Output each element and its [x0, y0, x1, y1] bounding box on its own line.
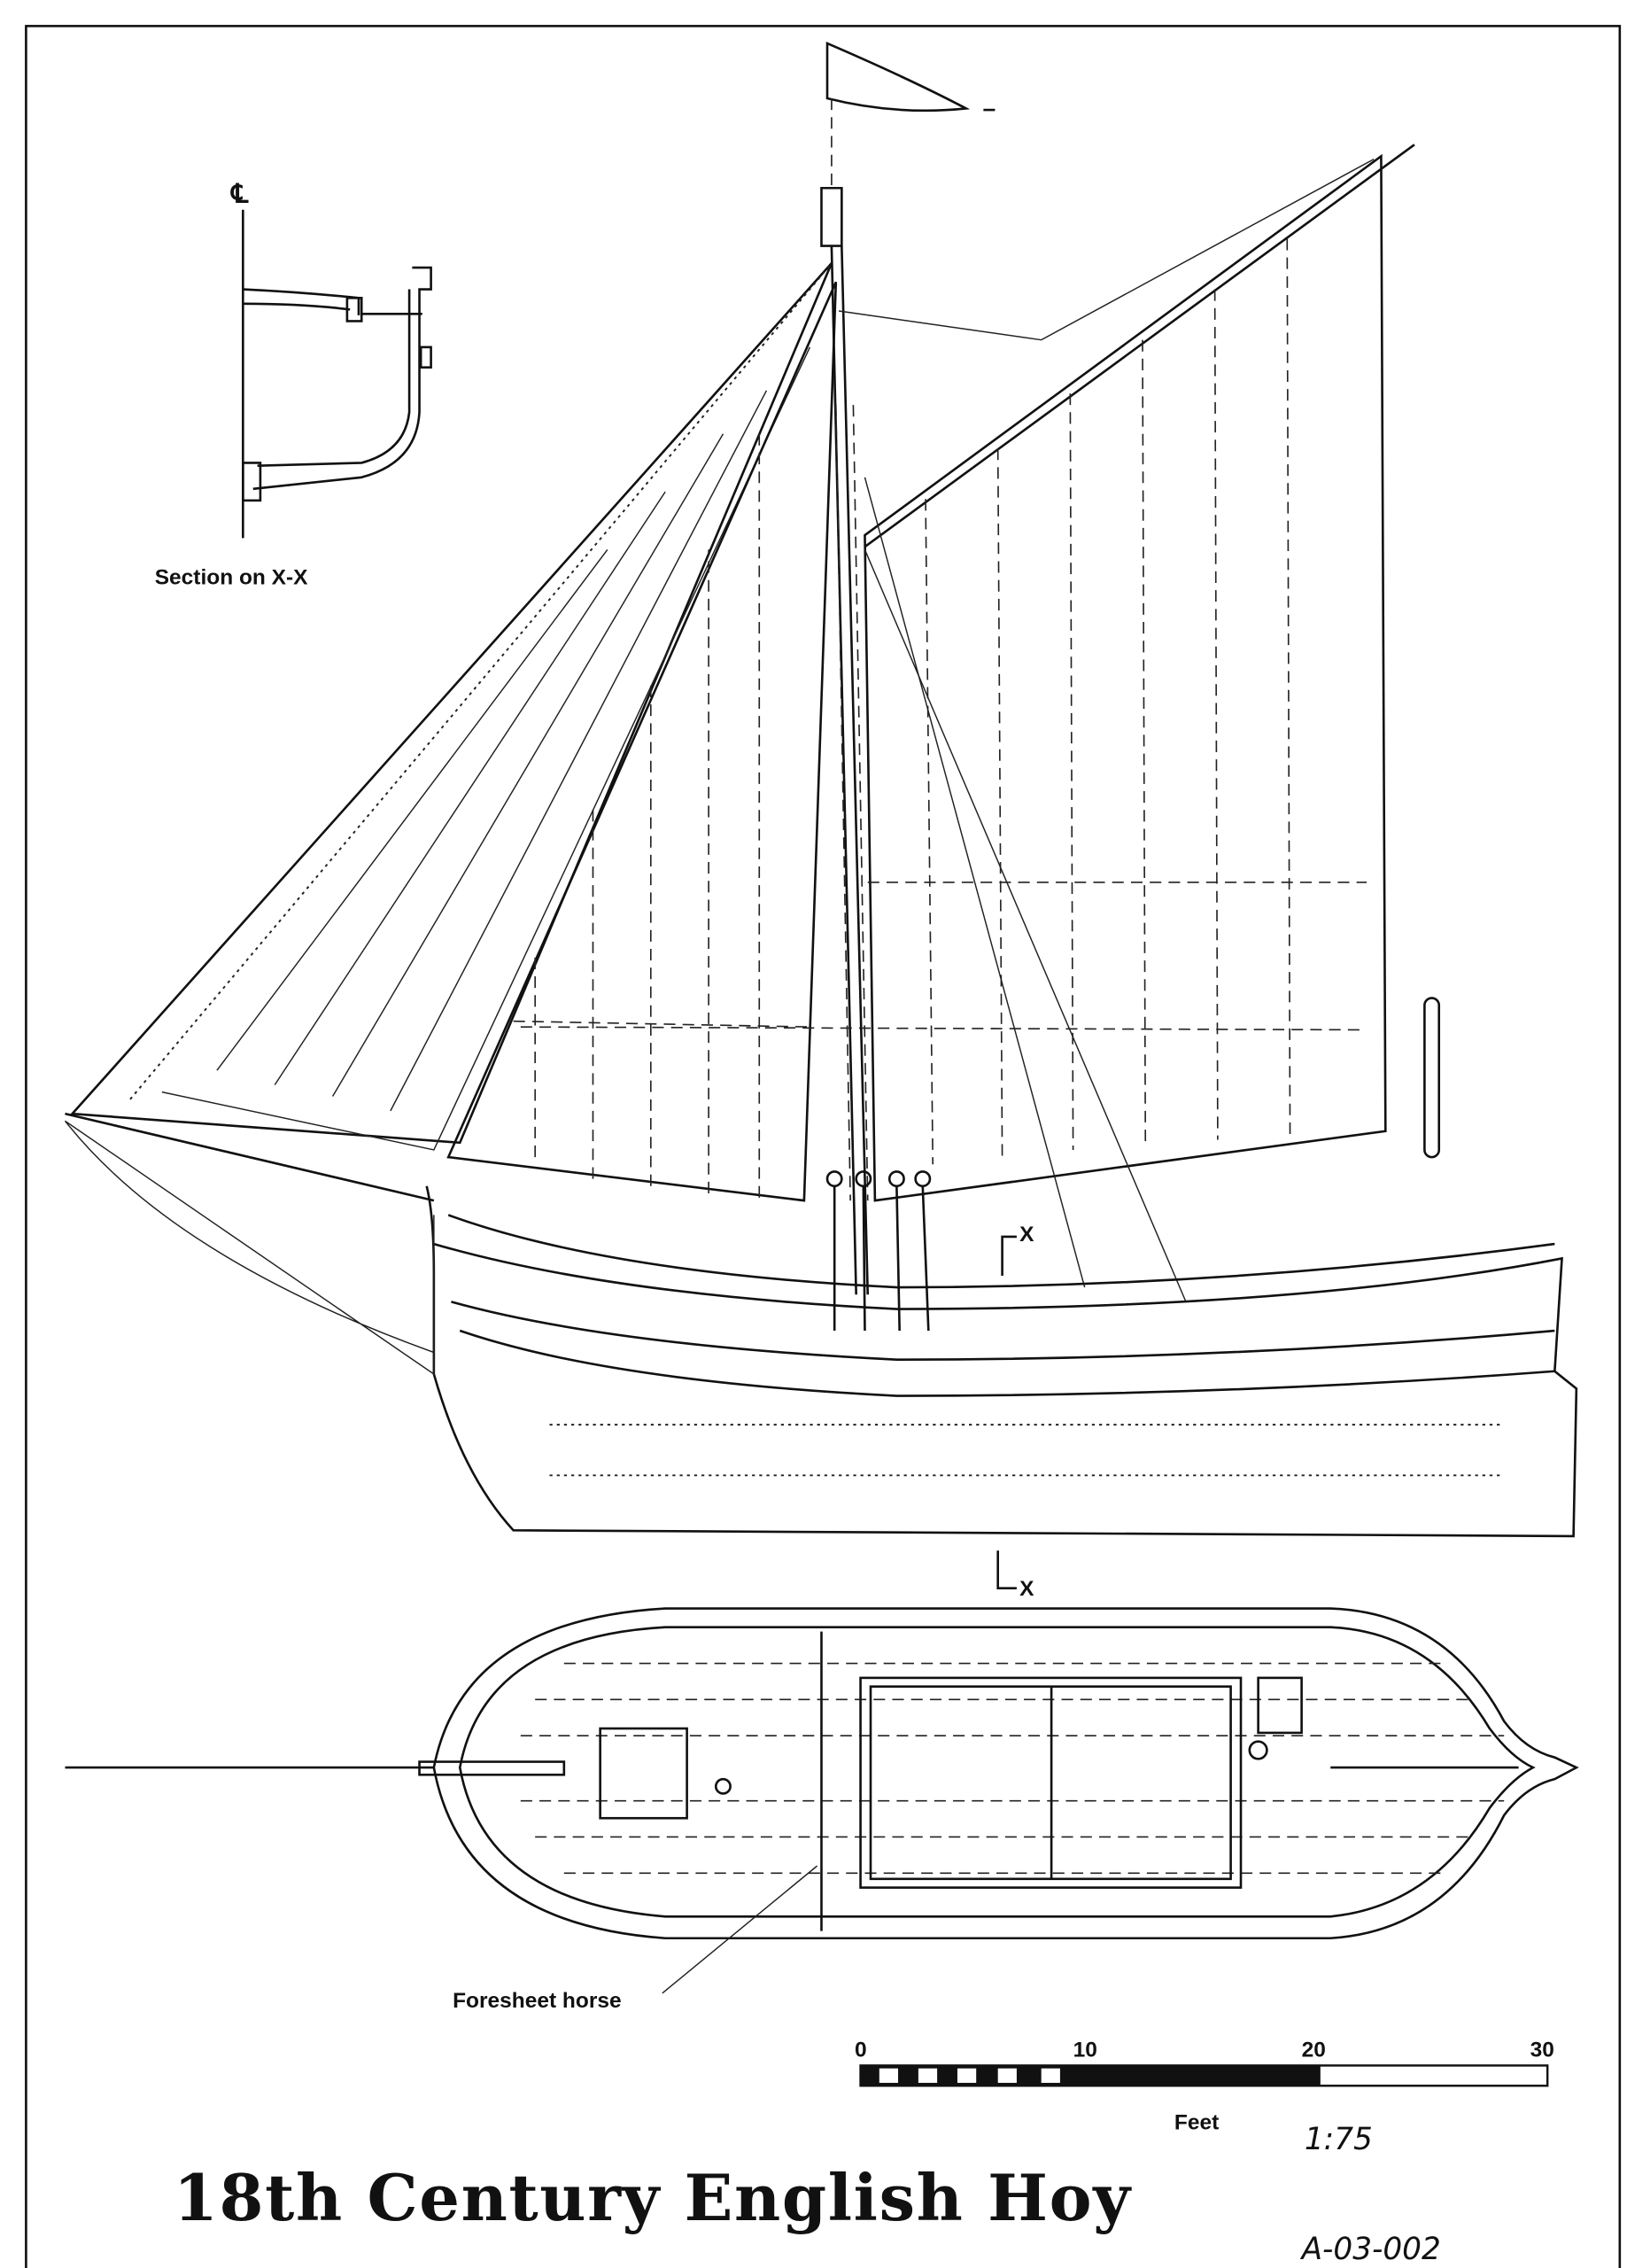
sheet-border — [25, 25, 1622, 2268]
bowsprit — [65, 1112, 435, 1202]
foresail — [446, 281, 838, 1202]
pennant-flag — [825, 41, 971, 113]
scale-tick-0: 0 — [855, 2039, 867, 2062]
section-marker-top: X — [1019, 1223, 1034, 1247]
scale-ratio: 1:75 — [1305, 2122, 1373, 2157]
jib-sail — [69, 262, 833, 1145]
scale-unit: Feet — [1174, 2110, 1219, 2134]
mast — [830, 245, 857, 1295]
scale-tick-30: 30 — [1530, 2039, 1554, 2062]
hull-profile — [425, 1185, 1578, 1538]
scale-tick-10: 10 — [1073, 2039, 1097, 2062]
scale-bar: 0 10 20 30 Feet — [855, 2039, 1554, 2135]
deck-outline — [432, 1607, 1579, 1940]
mainsail — [864, 153, 1387, 1202]
profile-view: X X — [64, 41, 1578, 1601]
section-marker-bottom: X — [1019, 1577, 1034, 1601]
main-hatch — [859, 1676, 1243, 1889]
foresheet-horse-label: Foresheet horse — [453, 1989, 622, 2013]
section-x-x-drawing: ℄ Section on X-X — [155, 180, 432, 590]
section-label: Section on X-X — [155, 566, 308, 590]
drawing-number: A-03-002 — [1300, 2232, 1441, 2267]
plan-view: Foresheet horse — [65, 1607, 1579, 2013]
sprit — [864, 144, 1415, 548]
scale-tick-20: 20 — [1302, 2039, 1326, 2062]
centerline-symbol: ℄ — [229, 180, 248, 209]
drawing-title: 18th Century English Hoy — [174, 2161, 1132, 2235]
